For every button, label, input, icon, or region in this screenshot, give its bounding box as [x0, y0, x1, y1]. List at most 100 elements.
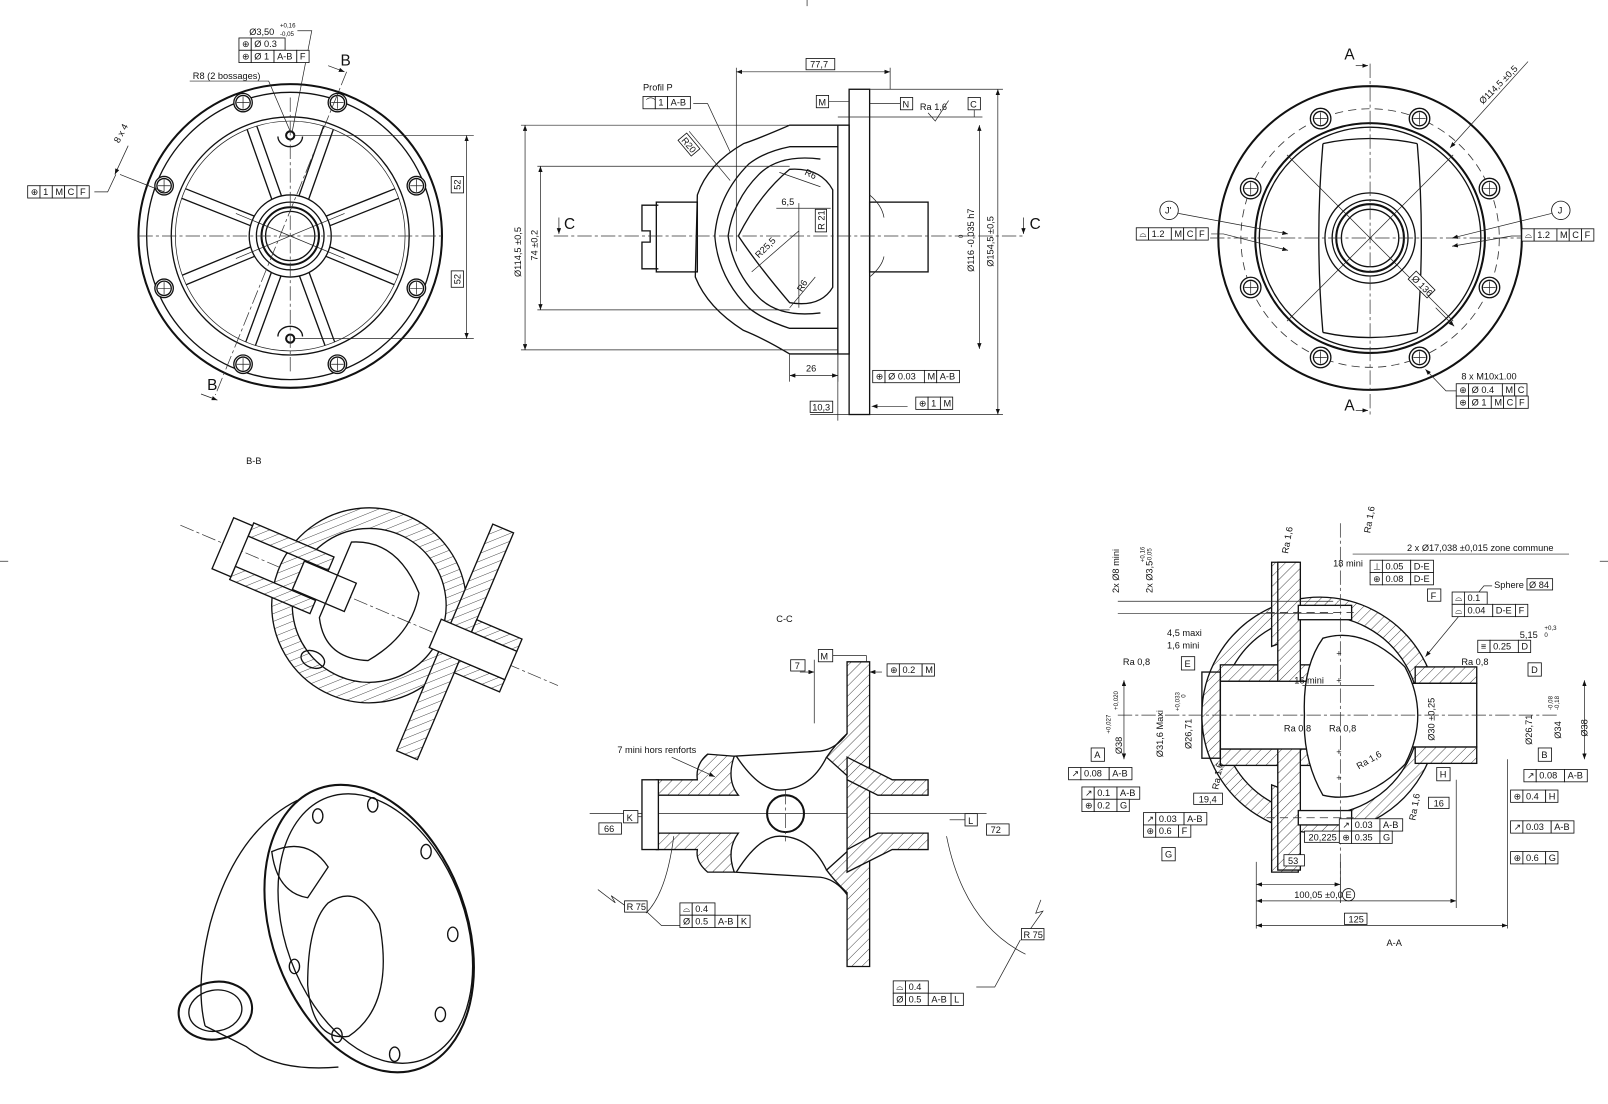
rib-note: 7 mini hors renforts [617, 745, 696, 755]
fcf-value: H [1549, 791, 1556, 801]
slot-note: 8 x 4 [112, 122, 130, 144]
dim-5-15: 5,15 [1520, 630, 1538, 640]
fcf-symbol: ⊥ [1373, 561, 1381, 571]
fcf-symbol: ⌓ [1525, 230, 1532, 240]
fcf-symbol: ≡ [1481, 641, 1486, 651]
balloon-j-prime: J' [1165, 205, 1172, 215]
fcf-value: 0.6 [1526, 853, 1539, 863]
fcf-cell [1178, 824, 1192, 838]
spoke-edge [256, 125, 282, 196]
dim-125: 125 [1349, 914, 1364, 924]
ra-flange-top: Ra 1,6 [1362, 505, 1377, 534]
flange-hole [311, 808, 324, 824]
dim-66: 66 [604, 824, 614, 834]
fcf-symbol: ⊕ [242, 52, 250, 62]
hole-center-cross [236, 358, 250, 371]
dim-dia-116-upper: 0 [958, 234, 965, 238]
fcf-cell [1195, 227, 1209, 241]
fcf-cell [939, 396, 954, 410]
dim-dia-114-5: Ø114,5 ±0,5 [513, 227, 523, 277]
fcf-value: 1 [658, 98, 663, 108]
hole-center-cross [331, 96, 344, 109]
fcf-value: A-B [718, 916, 733, 926]
fcf-value: D-E [1414, 574, 1430, 584]
roughness-ra-1-6: Ra 1,6 [920, 102, 947, 112]
dia-38-left: Ø38 [1114, 737, 1124, 754]
hole-center-cross [410, 282, 423, 295]
fcf-value: 0.08 [1385, 574, 1403, 584]
datum-m-cc: M [820, 652, 828, 662]
hole-diameter: Ø3,50 [249, 27, 274, 37]
threaded-hole-inner [1242, 180, 1259, 197]
tol-5-15-upper: +0,3 [1544, 625, 1557, 632]
holes-3-5-tol-lower: -0,05 [1147, 548, 1154, 563]
fcf-value: 1.2 [1537, 230, 1550, 240]
bolt-hole-inner [235, 356, 251, 373]
isometric-view [177, 783, 475, 1074]
fcf-value: C [1518, 385, 1525, 395]
fcf-value: F [1182, 826, 1188, 836]
spoke-edge [308, 129, 334, 200]
fcf-value: Ø 0.3 [254, 39, 277, 49]
flange-hole [388, 1046, 401, 1063]
cross-mark: + [1336, 675, 1341, 685]
tol-26-71-lower: 0 [1180, 694, 1187, 698]
dia-30: Ø30 ±0,25 [1427, 698, 1437, 741]
hole-center-cross [1244, 182, 1257, 195]
fcf-value: 0.2 [1097, 801, 1110, 811]
dim-dia-116: Ø116 -0,035 h7 [966, 208, 976, 271]
bolt-hole-inner [329, 356, 346, 373]
fcf-value: C [1187, 229, 1194, 239]
fcf-cell [1517, 639, 1532, 653]
fcf-value: F [1199, 229, 1205, 239]
fcf-value: 0.1 [1097, 788, 1110, 798]
fcf-value: 0.25 [1493, 641, 1511, 651]
fcf-cell [950, 992, 964, 1006]
fcf-symbol: ⌓ [683, 904, 690, 914]
hole-tol-lower: -0,05 [280, 31, 295, 38]
dim-6-5: 6,5 [781, 197, 794, 207]
fcf-cell [1183, 812, 1208, 826]
fcf-symbol: ⊕ [1085, 801, 1093, 811]
dim-18-mini: 18 mini [1333, 558, 1363, 568]
flange-hole [288, 958, 301, 975]
fcf-value: M [1505, 385, 1513, 395]
spokes [181, 125, 400, 346]
datum-d: D [1531, 665, 1538, 675]
threaded-hole-inner [1411, 349, 1428, 366]
fcf-value: 0.6 [1159, 826, 1172, 836]
fcf-value: A-B [940, 372, 955, 382]
fcf-cell [1515, 395, 1529, 409]
hole-center-cross [1314, 351, 1327, 364]
datum-h: H [1440, 770, 1447, 780]
threaded-holes [1239, 107, 1501, 369]
fcf-value: A-B [1112, 769, 1127, 779]
hole-tol-upper: +0,16 [280, 23, 296, 30]
fcf-value: 0.35 [1355, 832, 1373, 842]
fcf-value: A-B [1568, 771, 1583, 781]
holes-3-5: 2x Ø3,5 [1145, 561, 1155, 593]
section-c-label-right: C [1030, 216, 1041, 233]
section-a-label-top: A [1344, 47, 1355, 64]
fcf-value: M [1174, 229, 1182, 239]
fcf-value: A-B [277, 52, 292, 62]
fcf-cell [1581, 228, 1595, 242]
sphere-label: Sphere [1494, 580, 1524, 590]
bolt-hole-inner [156, 177, 172, 194]
fcf-cell [1564, 769, 1588, 783]
fcf-value: Ø 0.4 [1472, 385, 1495, 395]
dim-dia-154-5: Ø154,5 ±0,5 [986, 216, 996, 267]
fcf-value: 1 [43, 187, 48, 197]
dim-4-5-maxi: 4,5 maxi [1167, 628, 1202, 638]
fcf-symbol: ⊕ [1342, 832, 1350, 842]
fcf-value: M [927, 372, 935, 382]
